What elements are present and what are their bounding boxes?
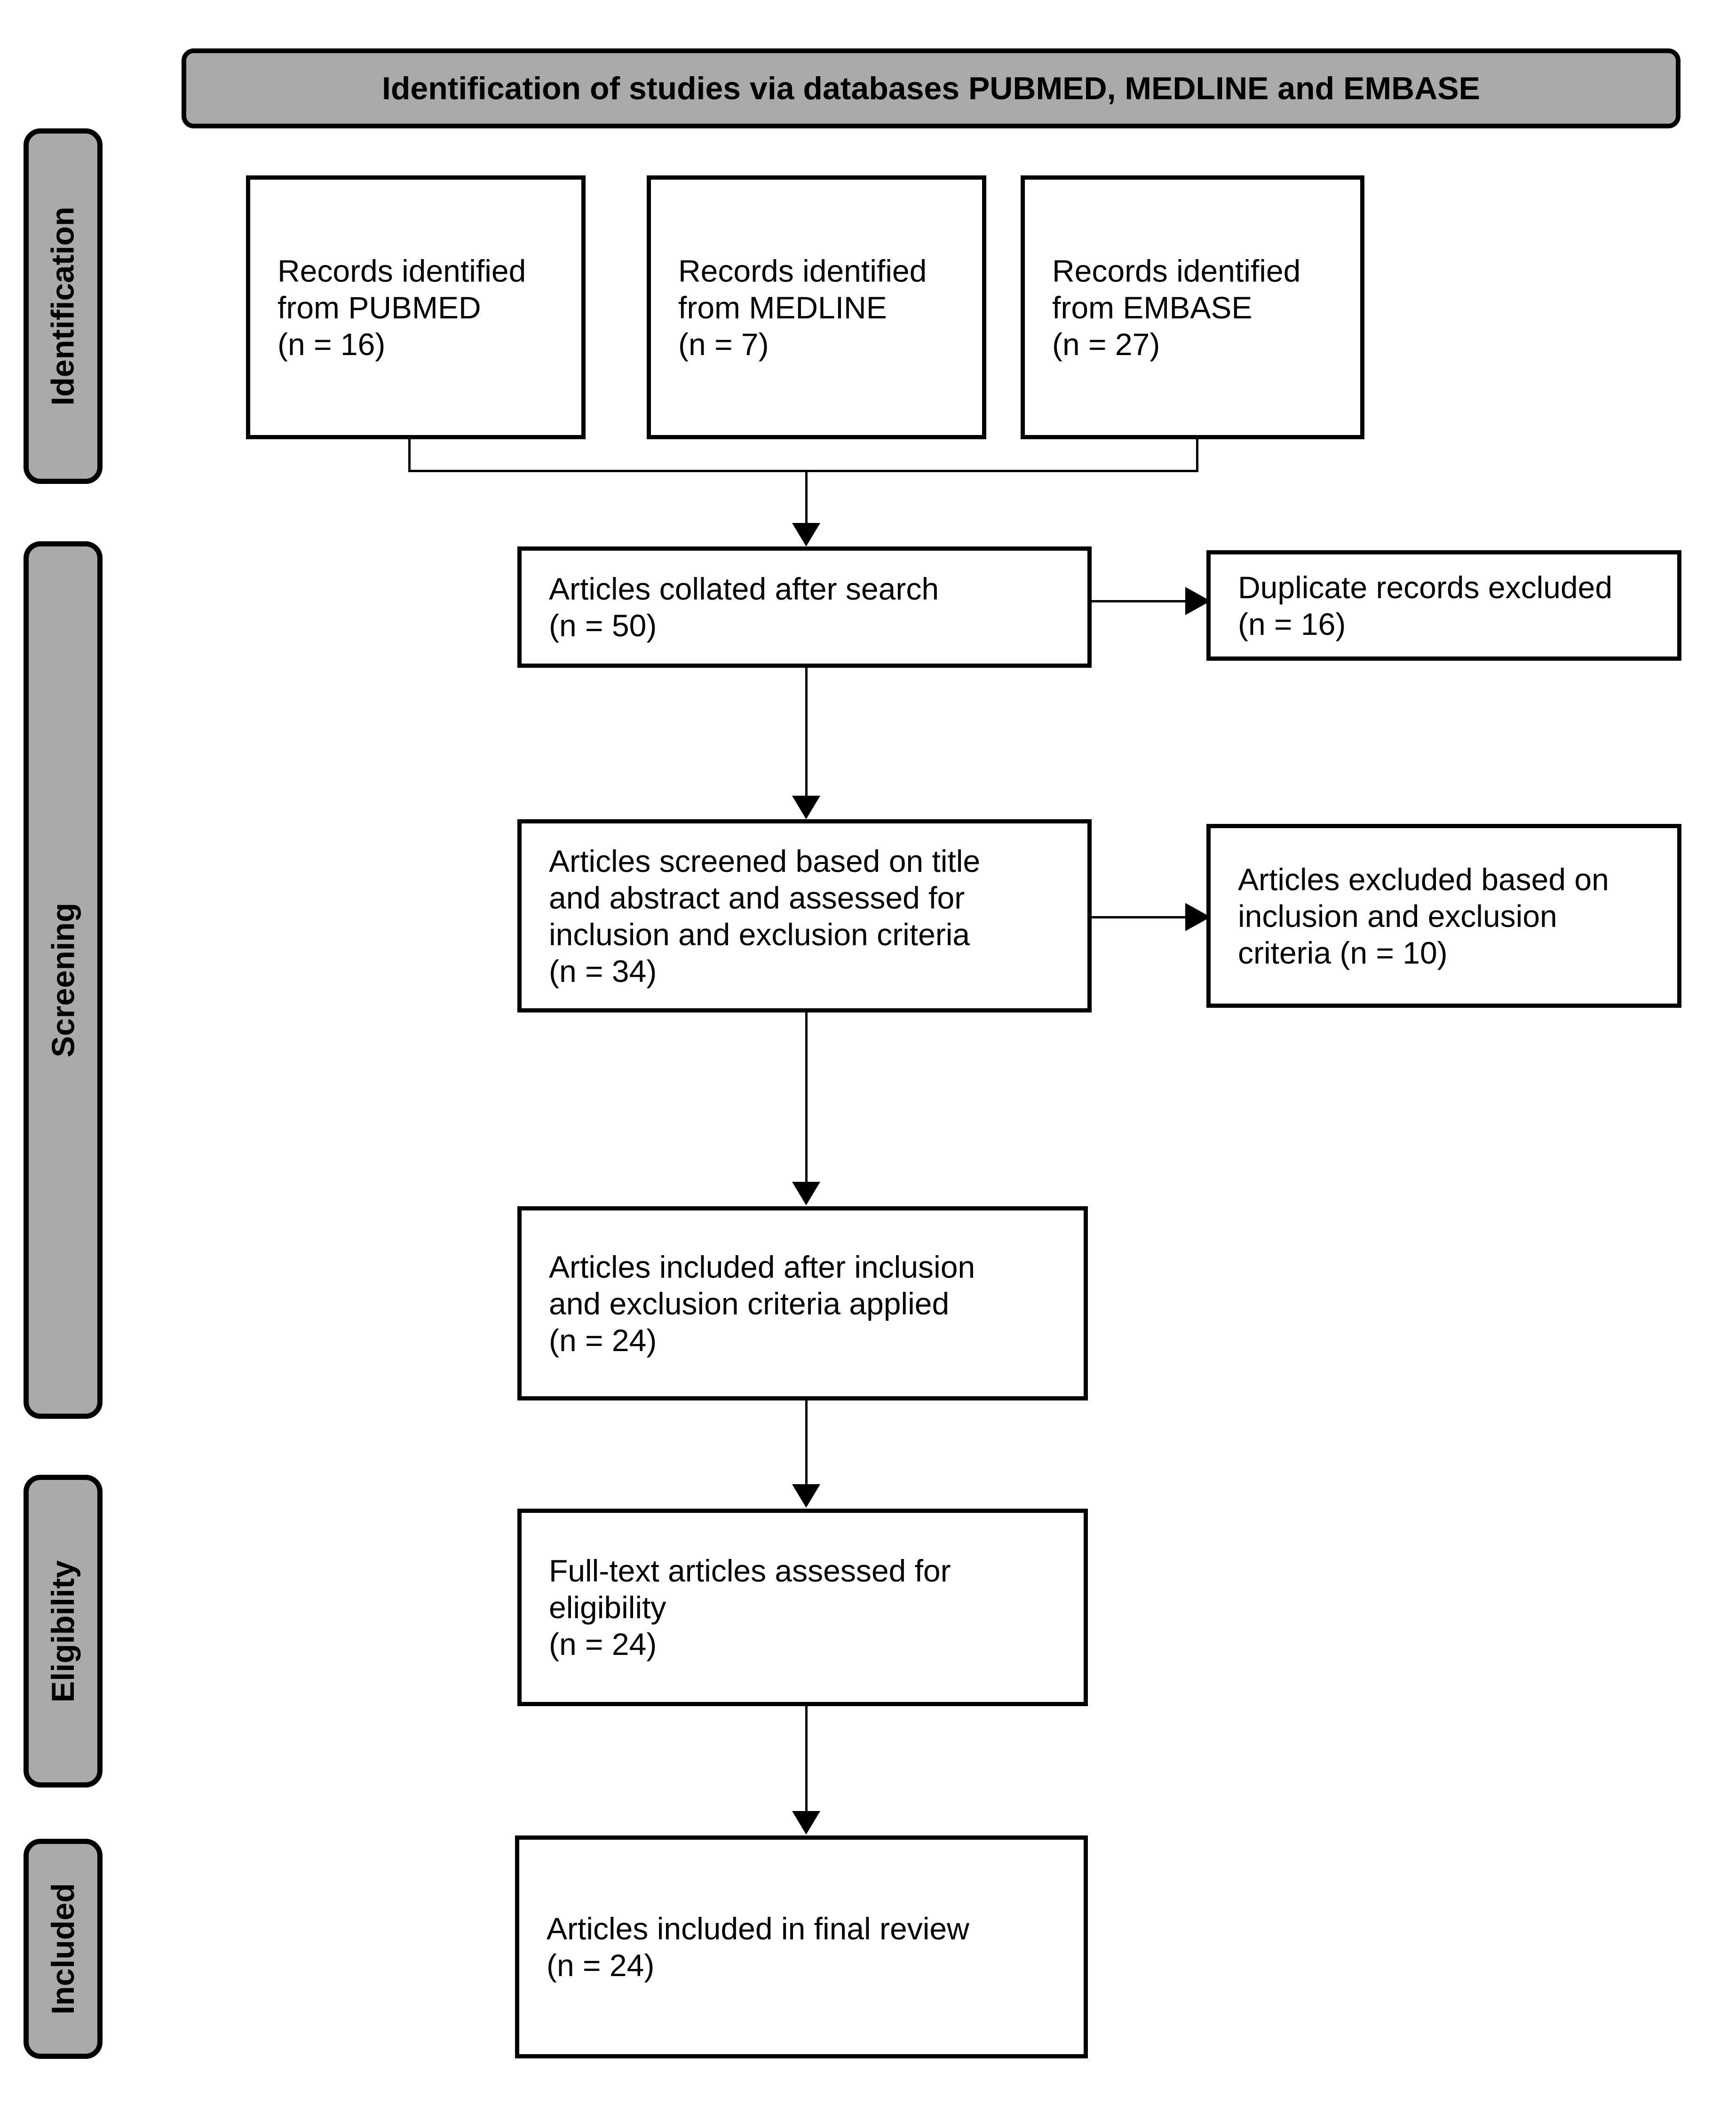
diagram-title-banner: Identification of studies via databases … xyxy=(182,48,1681,128)
connector-merge-horizontal-line xyxy=(408,470,1198,472)
stage-label-identification: Identification xyxy=(24,128,103,484)
flow-box-excluded-criteria-text: Articles excluded based on inclusion and… xyxy=(1238,862,1609,970)
connector-merge-to-collated-line xyxy=(805,470,808,524)
flow-box-fulltext-assessed-text: Full-text articles assessed for eligibil… xyxy=(549,1553,951,1661)
flow-box-records-pubmed-text: Records identified from PUBMED (n = 16) xyxy=(277,253,526,362)
diagram-title: Identification of studies via databases … xyxy=(381,71,1481,106)
stage-label-included: Included xyxy=(24,1839,103,2059)
flow-box-records-embase-text: Records identified from EMBASE (n = 27) xyxy=(1052,253,1301,362)
flow-box-included-after-criteria: Articles included after inclusion and ex… xyxy=(517,1206,1088,1400)
stage-label-included-text: Included xyxy=(45,1883,81,2015)
stage-label-eligibility: Eligibility xyxy=(24,1475,103,1788)
flow-box-final-review: Articles included in final review (n = 2… xyxy=(515,1835,1088,2058)
flow-box-collated: Articles collated after search (n = 50) xyxy=(517,546,1092,668)
connector-collated-to-duplicates-line xyxy=(1092,600,1193,602)
connector-screened-to-excluded-line xyxy=(1092,916,1193,918)
arrowhead-into-collated xyxy=(792,523,820,546)
arrowhead-into-included-after xyxy=(792,1182,820,1205)
connector-pubmed-down-line xyxy=(408,439,411,472)
flow-box-records-embase: Records identified from EMBASE (n = 27) xyxy=(1021,175,1364,439)
connector-fulltext-to-final-line xyxy=(805,1706,808,1812)
flow-box-duplicates-excluded: Duplicate records excluded (n = 16) xyxy=(1206,550,1681,661)
stage-label-screening: Screening xyxy=(24,541,103,1419)
flow-box-included-after-criteria-text: Articles included after inclusion and ex… xyxy=(549,1249,975,1358)
flow-box-final-review-text: Articles included in final review (n = 2… xyxy=(547,1911,969,1983)
connector-included-to-fulltext-line xyxy=(805,1400,808,1485)
stage-label-eligibility-text: Eligibility xyxy=(45,1560,81,1702)
flow-box-fulltext-assessed: Full-text articles assessed for eligibil… xyxy=(517,1509,1088,1706)
connector-collated-to-screened-line xyxy=(805,668,808,797)
stage-label-screening-text: Screening xyxy=(45,902,81,1058)
stage-label-identification-text: Identification xyxy=(45,206,81,406)
flow-box-duplicates-excluded-text: Duplicate records excluded (n = 16) xyxy=(1238,570,1613,641)
flow-box-screened-text: Articles screened based on title and abs… xyxy=(549,843,981,989)
flow-box-records-pubmed: Records identified from PUBMED (n = 16) xyxy=(246,175,586,439)
flow-box-excluded-criteria: Articles excluded based on inclusion and… xyxy=(1206,824,1681,1008)
flow-box-screened: Articles screened based on title and abs… xyxy=(517,819,1092,1012)
flow-box-records-medline-text: Records identified from MEDLINE (n = 7) xyxy=(678,253,927,362)
connector-screened-to-included-line xyxy=(805,1012,808,1183)
arrowhead-into-screened xyxy=(792,796,820,819)
arrowhead-into-final xyxy=(792,1811,820,1835)
flow-box-collated-text: Articles collated after search (n = 50) xyxy=(549,571,939,643)
flow-box-records-medline: Records identified from MEDLINE (n = 7) xyxy=(647,175,986,439)
arrowhead-into-fulltext xyxy=(792,1484,820,1508)
connector-embase-down-line xyxy=(1196,439,1198,472)
